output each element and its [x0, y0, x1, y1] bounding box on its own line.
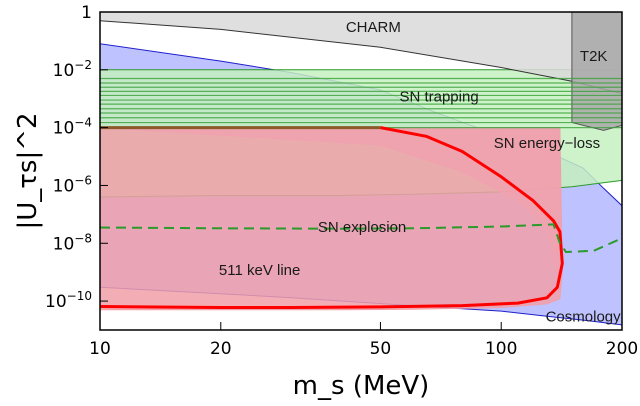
label-t2k: T2K [580, 48, 608, 65]
x-tick-label-4: 200 [606, 339, 638, 359]
ticks: 10 20 50 100 200 1 10−2 10−4 10−6 10−8 10−10 [45, 3, 638, 359]
x-tick-label-3: 100 [485, 339, 517, 359]
label-charm: CHARM [346, 19, 401, 36]
x-axis-label: m_s (MeV) [293, 371, 430, 401]
label-cosmology: Cosmology [546, 308, 622, 325]
x-tick-label-2: 50 [370, 339, 392, 359]
series-line-2 [100, 223, 622, 253]
plot-frame [99, 11, 623, 331]
x-tick-label-1: 20 [210, 339, 232, 359]
y-tick-label-0: 1 [81, 3, 92, 23]
label-keV-line: 511 keV line [219, 262, 300, 279]
y-tick-label-2: 10−4 [53, 116, 92, 139]
y-tick-label-3: 10−6 [53, 173, 92, 196]
annotations: CHARM T2K SN trapping SN energy−loss SN expl… [219, 19, 621, 325]
y-axis-label: |U_τs|^2 [13, 112, 43, 229]
y-tick-label-5: 10−10 [45, 289, 92, 312]
label-sn-trapping: SN trapping [399, 89, 478, 106]
label-sn-explosion: SN explosion [318, 219, 406, 236]
x-tick-label-0: 10 [89, 339, 111, 359]
series [100, 126, 622, 309]
y-tick-label-4: 10−8 [53, 231, 92, 254]
label-sn-energy-loss: SN energy−loss [494, 135, 600, 152]
series-line-0 [100, 126, 564, 309]
regions [100, 12, 622, 326]
y-tick-label-1: 10−2 [53, 58, 92, 81]
